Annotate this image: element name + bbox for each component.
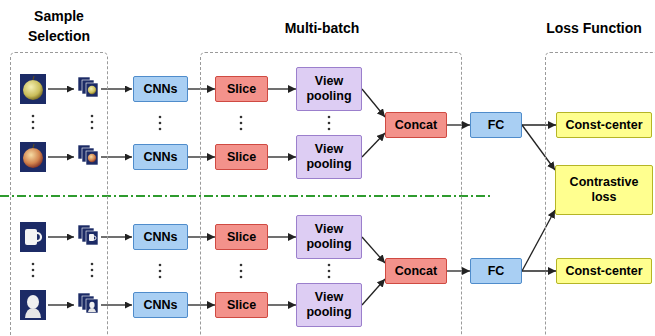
connector-arrow — [188, 88, 215, 89]
section-region: Multi-batchSliceView poolingSliceView po… — [200, 52, 462, 336]
box-label: Slice — [227, 230, 256, 245]
box-label: Concat — [395, 264, 437, 279]
loss-box: Contrastive loss — [555, 165, 653, 215]
sample-arrows — [48, 89, 132, 305]
box-label: Slice — [227, 150, 256, 165]
concat-box: Concat — [385, 258, 447, 284]
box-label: CNNs — [143, 298, 177, 313]
cnn-box: CNNs — [133, 76, 188, 102]
connector-arrow — [268, 156, 296, 157]
cnn-box: CNNs — [133, 292, 188, 318]
connector-arrow — [268, 88, 296, 89]
box-label: View pooling — [301, 74, 357, 104]
fc-box: FC — [470, 112, 522, 138]
slice-box: Slice — [215, 224, 268, 250]
connector-arrow — [268, 236, 296, 237]
connector-arrow — [522, 124, 556, 125]
box-label: Const-center — [565, 264, 642, 279]
connector-arrow — [362, 89, 385, 117]
cnn-box: CNNs — [133, 224, 188, 250]
connector-arrow — [522, 270, 556, 271]
loss-box: Const-center — [556, 112, 652, 138]
box-label: Slice — [227, 298, 256, 313]
connector-arrow — [362, 133, 385, 157]
box-label: FC — [488, 264, 505, 279]
box-label: Const-center — [565, 118, 642, 133]
connector-arrow — [188, 304, 215, 305]
cnn-box: CNNs — [133, 144, 188, 170]
connector-arrow — [362, 279, 385, 305]
view-pooling-box: View pooling — [296, 283, 362, 327]
box-label: CNNs — [143, 82, 177, 97]
slice-box: Slice — [215, 76, 268, 102]
box-label: FC — [488, 118, 505, 133]
box-label: View pooling — [301, 290, 357, 320]
box-label: Contrastive loss — [560, 175, 648, 205]
slice-box: Slice — [215, 144, 268, 170]
section-heading: Sample Selection — [13, 6, 105, 46]
section-region: Loss FunctionConst-centerContrastive los… — [545, 52, 655, 336]
connector-arrow — [188, 236, 215, 237]
box-label: CNNs — [143, 150, 177, 165]
section-heading: Loss Function — [539, 18, 649, 38]
slice-box: Slice — [215, 292, 268, 318]
box-label: Slice — [227, 82, 256, 97]
box-label: View pooling — [301, 222, 357, 252]
box-label: Concat — [395, 118, 437, 133]
sample-images — [20, 74, 98, 320]
view-pooling-box: View pooling — [296, 215, 362, 259]
view-pooling-box: View pooling — [296, 67, 362, 111]
group-divider — [0, 195, 490, 197]
connector-arrow — [522, 125, 555, 170]
box-label: View pooling — [301, 142, 357, 172]
fc-box: FC — [470, 258, 522, 284]
connector-arrow — [447, 124, 470, 125]
concat-box: Concat — [385, 112, 447, 138]
section-heading: Multi-batch — [262, 18, 382, 38]
connector-arrow — [188, 156, 215, 157]
connector-arrow — [362, 237, 385, 263]
section-region: Sample Selection — [10, 52, 108, 336]
connector-arrow — [447, 270, 470, 271]
ellipsis-dots — [32, 115, 331, 279]
box-label: CNNs — [143, 230, 177, 245]
loss-box: Const-center — [556, 258, 652, 284]
view-pooling-box: View pooling — [296, 135, 362, 179]
connector-arrow — [268, 304, 296, 305]
connector-arrow — [522, 210, 555, 271]
